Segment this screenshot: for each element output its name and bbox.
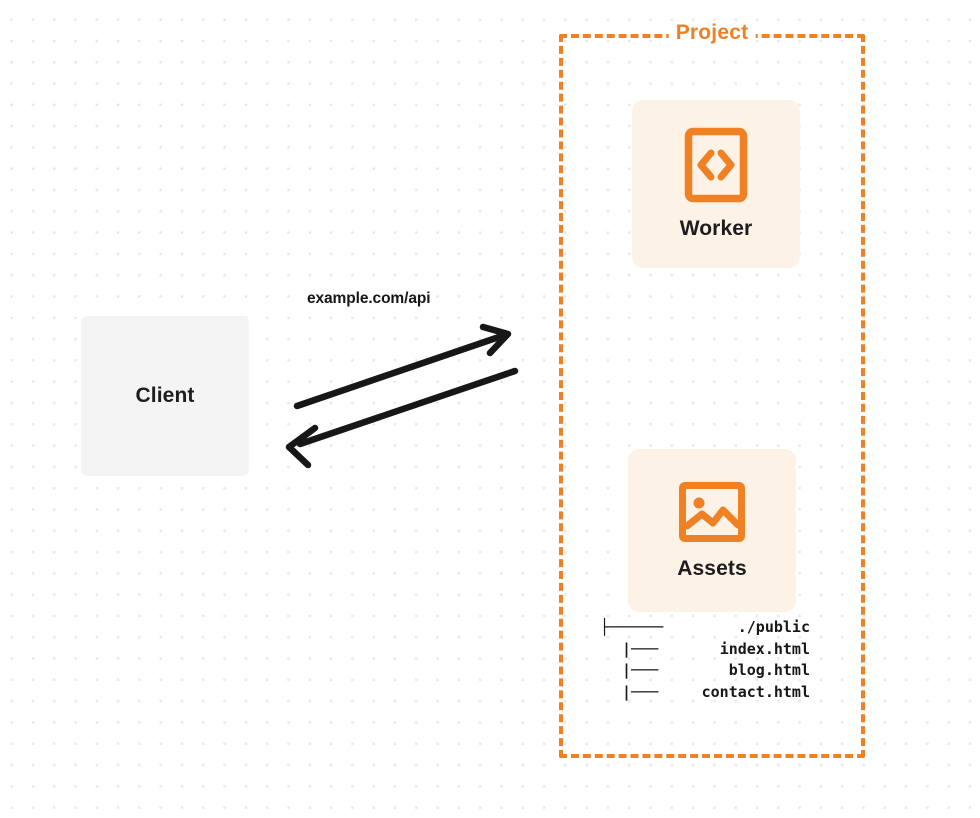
client-node[interactable]: Client <box>81 316 249 476</box>
assets-card[interactable]: Assets <box>628 449 796 612</box>
assets-file-tree: ├────── ./public |─── index.html |─── bl… <box>600 617 810 703</box>
tree-branch-glyph: |─── <box>622 639 659 658</box>
tree-branch-glyph: ├────── <box>600 618 664 636</box>
file-tree-row: |─── contact.html <box>600 682 810 704</box>
file-tree-row: |─── blog.html <box>600 660 810 682</box>
assets-card-label: Assets <box>677 556 747 580</box>
image-icon <box>678 481 746 543</box>
worker-card-label: Worker <box>679 217 753 240</box>
tree-node-name: contact.html <box>701 682 810 701</box>
tree-branch-glyph: |─── <box>622 661 659 679</box>
project-title: Project <box>668 21 756 45</box>
tree-node-name: blog.html <box>728 661 810 679</box>
worker-card[interactable]: Worker <box>632 100 800 268</box>
tree-branch-glyph: |─── <box>622 682 659 701</box>
client-node-label: Client <box>135 384 195 407</box>
code-brackets-icon <box>684 127 748 203</box>
connection-label: example.com/api <box>307 290 431 307</box>
project-container: Project <box>559 21 865 758</box>
tree-node-name: index.html <box>719 639 810 658</box>
tree-node-name: ./public <box>737 618 810 636</box>
file-tree-row-root: ├────── ./public <box>600 617 810 639</box>
file-tree-row: |─── index.html <box>600 639 810 661</box>
